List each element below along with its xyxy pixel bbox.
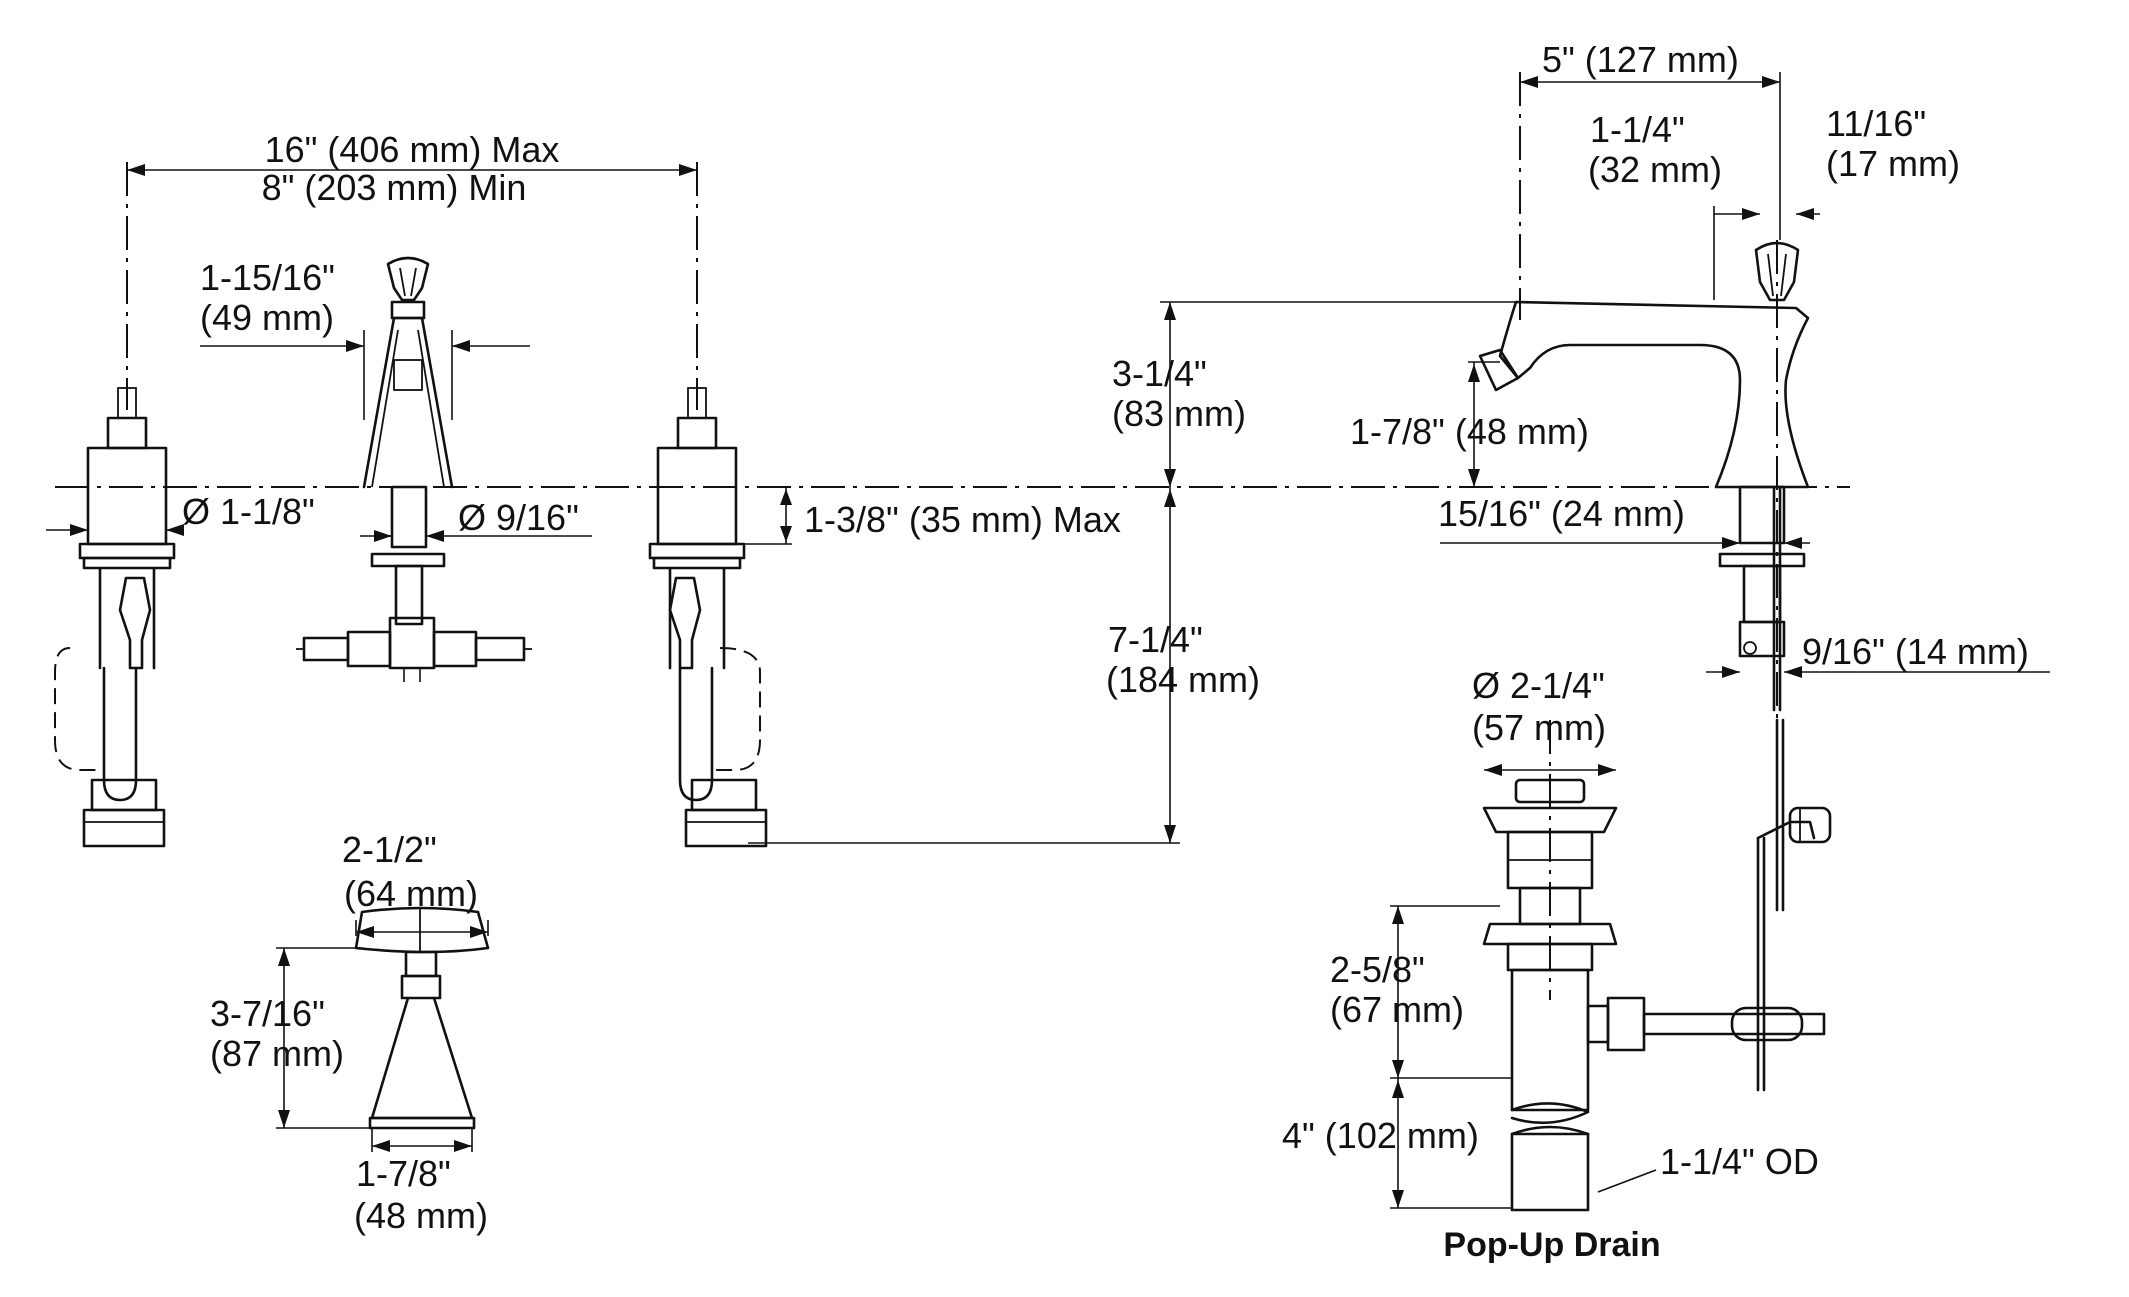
label-base-dia: 15/16" (24 mm): [1438, 493, 1685, 534]
label-spread-min: 8" (203 mm) Min: [262, 167, 527, 208]
label-spout-base-mm: (49 mm): [200, 297, 334, 338]
side-spout: [1478, 241, 1832, 1092]
label-spread-max: 16" (406 mm) Max: [265, 129, 560, 170]
label-lift-rod: 9/16" (14 mm): [1802, 631, 2029, 672]
label-shank-dia: Ø 9/16": [458, 497, 579, 538]
label-pop-up-drain: Pop-Up Drain: [1443, 1226, 1660, 1264]
right-valve: [648, 387, 768, 848]
label-drain-body-in: 2-5/8": [1330, 949, 1425, 990]
label-spout-width-mm: (32 mm): [1588, 149, 1722, 190]
pop-up-drain: [1482, 778, 1826, 1212]
label-deck-max: 1-3/8" (35 mm) Max: [804, 499, 1121, 540]
label-handle-width-in: 2-1/2": [342, 829, 437, 870]
label-reach: 5" (127 mm): [1542, 39, 1739, 80]
front-spout: [296, 256, 532, 682]
label-handle-base-mm: (48 mm): [354, 1195, 488, 1236]
label-handle-base-in: 1-7/8": [356, 1153, 451, 1194]
label-below-deck-mm: (184 mm): [1106, 659, 1260, 700]
label-spout-height-in: 3-1/4": [1112, 353, 1207, 394]
label-handle-height-in: 3-7/16": [210, 993, 325, 1034]
label-drain-dia-mm: (57 mm): [1472, 707, 1606, 748]
label-handle-height-mm: (87 mm): [210, 1033, 344, 1074]
dimension-lines: [46, 72, 2050, 1209]
handle-detail: [354, 906, 490, 1130]
label-spout-height-mm: (83 mm): [1112, 393, 1246, 434]
label-aerator-height: 1-7/8" (48 mm): [1350, 411, 1589, 452]
label-drain-body-mm: (67 mm): [1330, 989, 1464, 1030]
label-spout-width-in: 1-1/4": [1590, 109, 1685, 150]
left-valve: [54, 387, 176, 848]
label-knob-mm: (17 mm): [1826, 143, 1960, 184]
label-valve-dia: Ø 1-1/8": [182, 491, 315, 532]
label-tailpiece-od: 1-1/4" OD: [1660, 1141, 1819, 1182]
dimension-labels: 16" (406 mm) Max 8" (203 mm) Min 1-15/16…: [182, 39, 2029, 1264]
label-knob-in: 11/16": [1826, 103, 1926, 144]
label-tailpiece: 4" (102 mm): [1282, 1115, 1479, 1156]
label-below-deck-in: 7-1/4": [1108, 619, 1203, 660]
label-drain-dia-in: Ø 2-1/4": [1472, 665, 1605, 706]
label-spout-base-in: 1-15/16": [200, 257, 335, 298]
label-handle-width-mm: (64 mm): [344, 873, 478, 914]
